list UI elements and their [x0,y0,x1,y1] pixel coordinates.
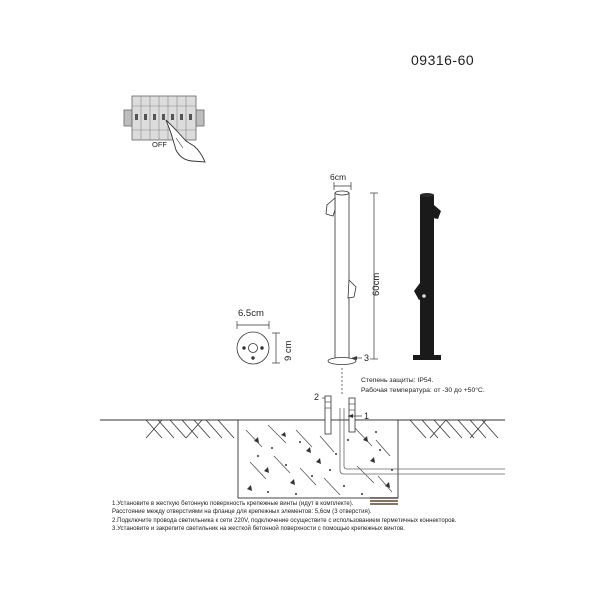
model-code: 09316-60 [411,52,475,68]
temperature-spec: Рабочая температура: от -30 до +50°C. [361,387,485,394]
top-width-label: 6cm [330,172,346,182]
base-diameter-label: 6.5cm [238,308,264,319]
callout-screw: 3 [364,353,369,363]
bollard-drawing [325,190,357,365]
instruction-1-note: Расстояние между отверстиями на фланце д… [112,508,372,515]
instruction-1: 1.Установите в жесткую бетонную поверхно… [112,500,354,507]
protection-spec: Степень защиты: IP54. [361,377,434,384]
foundation-drawing [100,368,505,505]
callout-connector: 2 [314,392,319,402]
breaker-panel-icon [123,95,206,163]
base-height-label: 9 cm [283,340,294,361]
height-label: 60cm [371,273,382,296]
off-label: OFF [152,140,167,149]
base-flange-icon [236,331,270,365]
callout-cable: 1 [364,411,369,421]
bollard-photo [413,193,441,360]
instruction-3: 3.Установите и закрепите светильник на ж… [112,525,405,532]
instruction-2: 2.Подключите провода светильника к сети … [112,517,457,524]
